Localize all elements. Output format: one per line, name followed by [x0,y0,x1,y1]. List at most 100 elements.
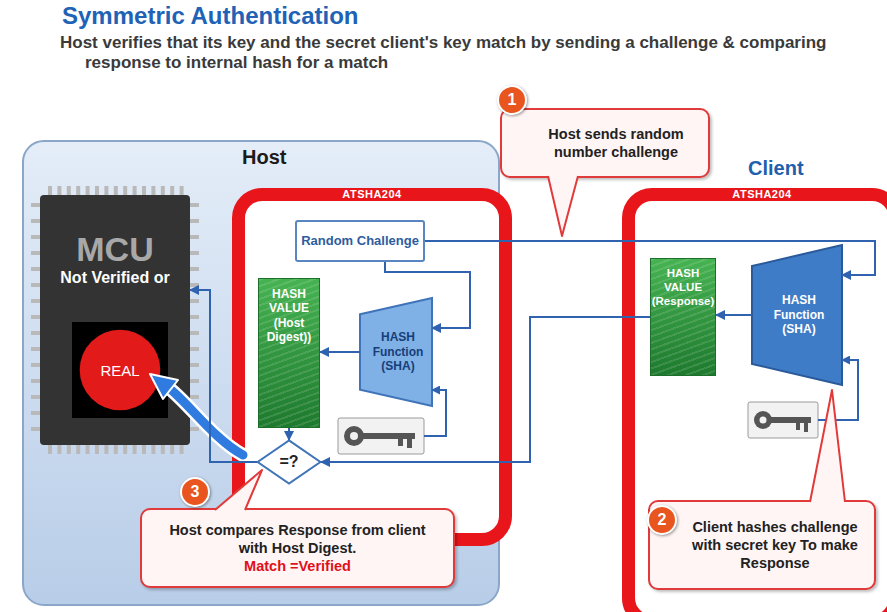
chip-pin [123,445,127,454]
hash-function: HASH Function (SHA) [752,245,842,385]
box-label: HASH VALUE (Host Digest)) [261,287,317,345]
chip-pin [76,186,80,195]
process-box: Random Challenge [295,220,425,262]
connector-arrow [385,262,470,328]
chip-pin [31,427,40,431]
chip-pin [151,186,155,195]
key-tooth [407,439,412,448]
key-shaft [363,433,415,439]
chip-pin [31,219,40,223]
chip-pin [76,445,80,454]
key-tooth [796,423,800,430]
connector-arrow [425,241,875,275]
hash-function: HASH Function (SHA) [360,298,432,406]
panel-heading: Client [748,157,804,180]
chip-pin [190,267,199,271]
chip-pin [123,186,127,195]
hash-value-box: HASH VALUE (Response) [650,258,716,376]
key-icon [748,402,818,438]
box-label: HASH VALUE (Response) [652,267,715,308]
chip-pin [170,186,174,195]
chip-label: MCU [76,231,153,268]
diagram-title: Symmetric Authentication [62,2,359,30]
status-circle-fill [80,330,161,411]
callout-number: 2 [647,505,677,535]
shape-fill [360,298,432,406]
callout-number: 3 [180,477,210,507]
chip-pin [67,186,71,195]
chip-label: ATSHA204 [635,188,887,201]
connector-arrow [320,351,360,353]
chip-pin [133,445,137,454]
shape-fill [258,440,321,483]
chip-pin [190,379,199,383]
key-bow [754,411,772,429]
chip-pin [104,186,108,195]
status-indicator: REAL [72,322,168,418]
key-tooth [804,423,808,432]
connector-arrow [288,428,290,440]
chip-pin [190,427,199,431]
chip-pin [31,363,40,367]
status-text: REAL [100,362,139,379]
connector-arrow [190,290,257,462]
chip-pin [67,445,71,454]
key-frame [748,402,818,438]
chip-pin [31,379,40,383]
chip-pin [31,235,40,239]
chip-pin [133,186,137,195]
chip-pin [57,445,61,454]
chip-pin [190,363,199,367]
panel-heading: Host [242,146,286,169]
result-arrow-head [150,374,178,399]
decision-diamond: =? [257,440,321,484]
chip-pin [190,395,199,399]
status-text: Not Verified or [60,268,169,287]
chip-pin [180,445,184,454]
chip-pin [170,445,174,454]
chip-pin [190,203,199,207]
host-panel: HostMCUNot Verified orREALATSHA204Random… [22,140,500,606]
chip-pin [86,445,90,454]
chip-pin [31,411,40,415]
chip-pin [95,445,99,454]
chip-pin [190,235,199,239]
chip-pin [142,445,146,454]
callout-pointer [548,176,578,236]
chip-pin [161,186,165,195]
callout-result: Match =Verified [244,557,351,575]
result-arrow-outline [170,389,243,455]
chip-pin [31,299,40,303]
result-arrow [170,389,243,455]
chip-pin [31,395,40,399]
connector-arrow [716,314,752,316]
callout-pointer [810,390,845,502]
chip-pin [190,315,199,319]
chip-pin [31,331,40,335]
chip-pin [180,186,184,195]
chip-pin [95,186,99,195]
key-hole [760,417,767,424]
chip-pins [31,186,199,454]
chip-pin [48,445,52,454]
box-label: Random Challenge [301,234,419,249]
chip-pin [31,267,40,271]
chip-pin [114,445,118,454]
callout-text: Host compares Response from client with … [154,521,441,557]
callout-text: Client hashes challenge with secret key … [684,518,866,572]
chip-pin [190,219,199,223]
callout-box: Host sends random number challenge [500,108,710,178]
key-hole [350,432,358,440]
chip-pin [31,203,40,207]
box-label: HASH Function (SHA) [367,330,429,373]
chip-pin [190,283,199,287]
callout-text: Host sends random number challenge [532,125,700,161]
chip-pin [31,251,40,255]
connector-arrow [321,317,650,462]
chip-pin [57,186,61,195]
key-bow [344,426,364,446]
chip-pin [161,445,165,454]
box-label: HASH Function (SHA) [760,293,838,336]
chip-pin [151,445,155,454]
